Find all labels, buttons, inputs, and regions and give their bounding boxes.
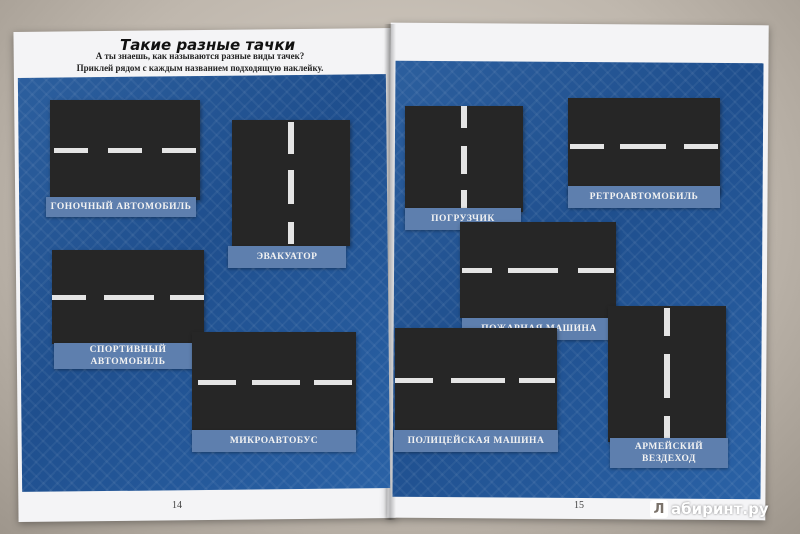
sticker-slot-retro-car xyxy=(568,98,720,194)
label-army-vehicle: АРМЕЙСКИЙ ВЕЗДЕХОД xyxy=(610,438,728,468)
sticker-slot-minibus xyxy=(192,332,356,432)
sticker-slot-police-car xyxy=(395,328,557,432)
label-sports-car: СПОРТИВНЫЙ АВТОМОБИЛЬ xyxy=(54,343,202,369)
instructions-line-2: Приклей рядом с каждым названием подходя… xyxy=(76,63,324,73)
sticker-slot-tow-truck xyxy=(232,120,350,246)
sticker-slot-loader xyxy=(405,106,523,212)
sticker-slot-sports-car xyxy=(52,250,204,344)
label-tow-truck: ЭВАКУАТОР xyxy=(228,246,346,268)
watermark-text: абиринт.ру xyxy=(671,500,769,518)
sticker-slot-race-car xyxy=(50,100,200,200)
page-number-left: 14 xyxy=(172,500,182,511)
page-number-right: 15 xyxy=(574,500,584,511)
sticker-slot-army-vehicle xyxy=(608,306,726,442)
sticker-slot-fire-truck xyxy=(460,222,616,318)
instructions: А ты знаешь, как называются разные виды … xyxy=(20,50,380,74)
labirint-logo-icon: Л xyxy=(650,500,668,518)
page-title: Такие разные тачки xyxy=(120,36,296,54)
watermark: Л абиринт.ру xyxy=(650,498,769,520)
label-race-car: ГОНОЧНЫЙ АВТОМОБИЛЬ xyxy=(46,197,196,217)
label-minibus: МИКРОАВТОБУС xyxy=(192,430,356,452)
label-retro-car: РЕТРОАВТОМОБИЛЬ xyxy=(568,186,720,208)
instructions-line-1: А ты знаешь, как называются разные виды … xyxy=(95,51,305,61)
label-police-car: ПОЛИЦЕЙСКАЯ МАШИНА xyxy=(394,430,558,452)
